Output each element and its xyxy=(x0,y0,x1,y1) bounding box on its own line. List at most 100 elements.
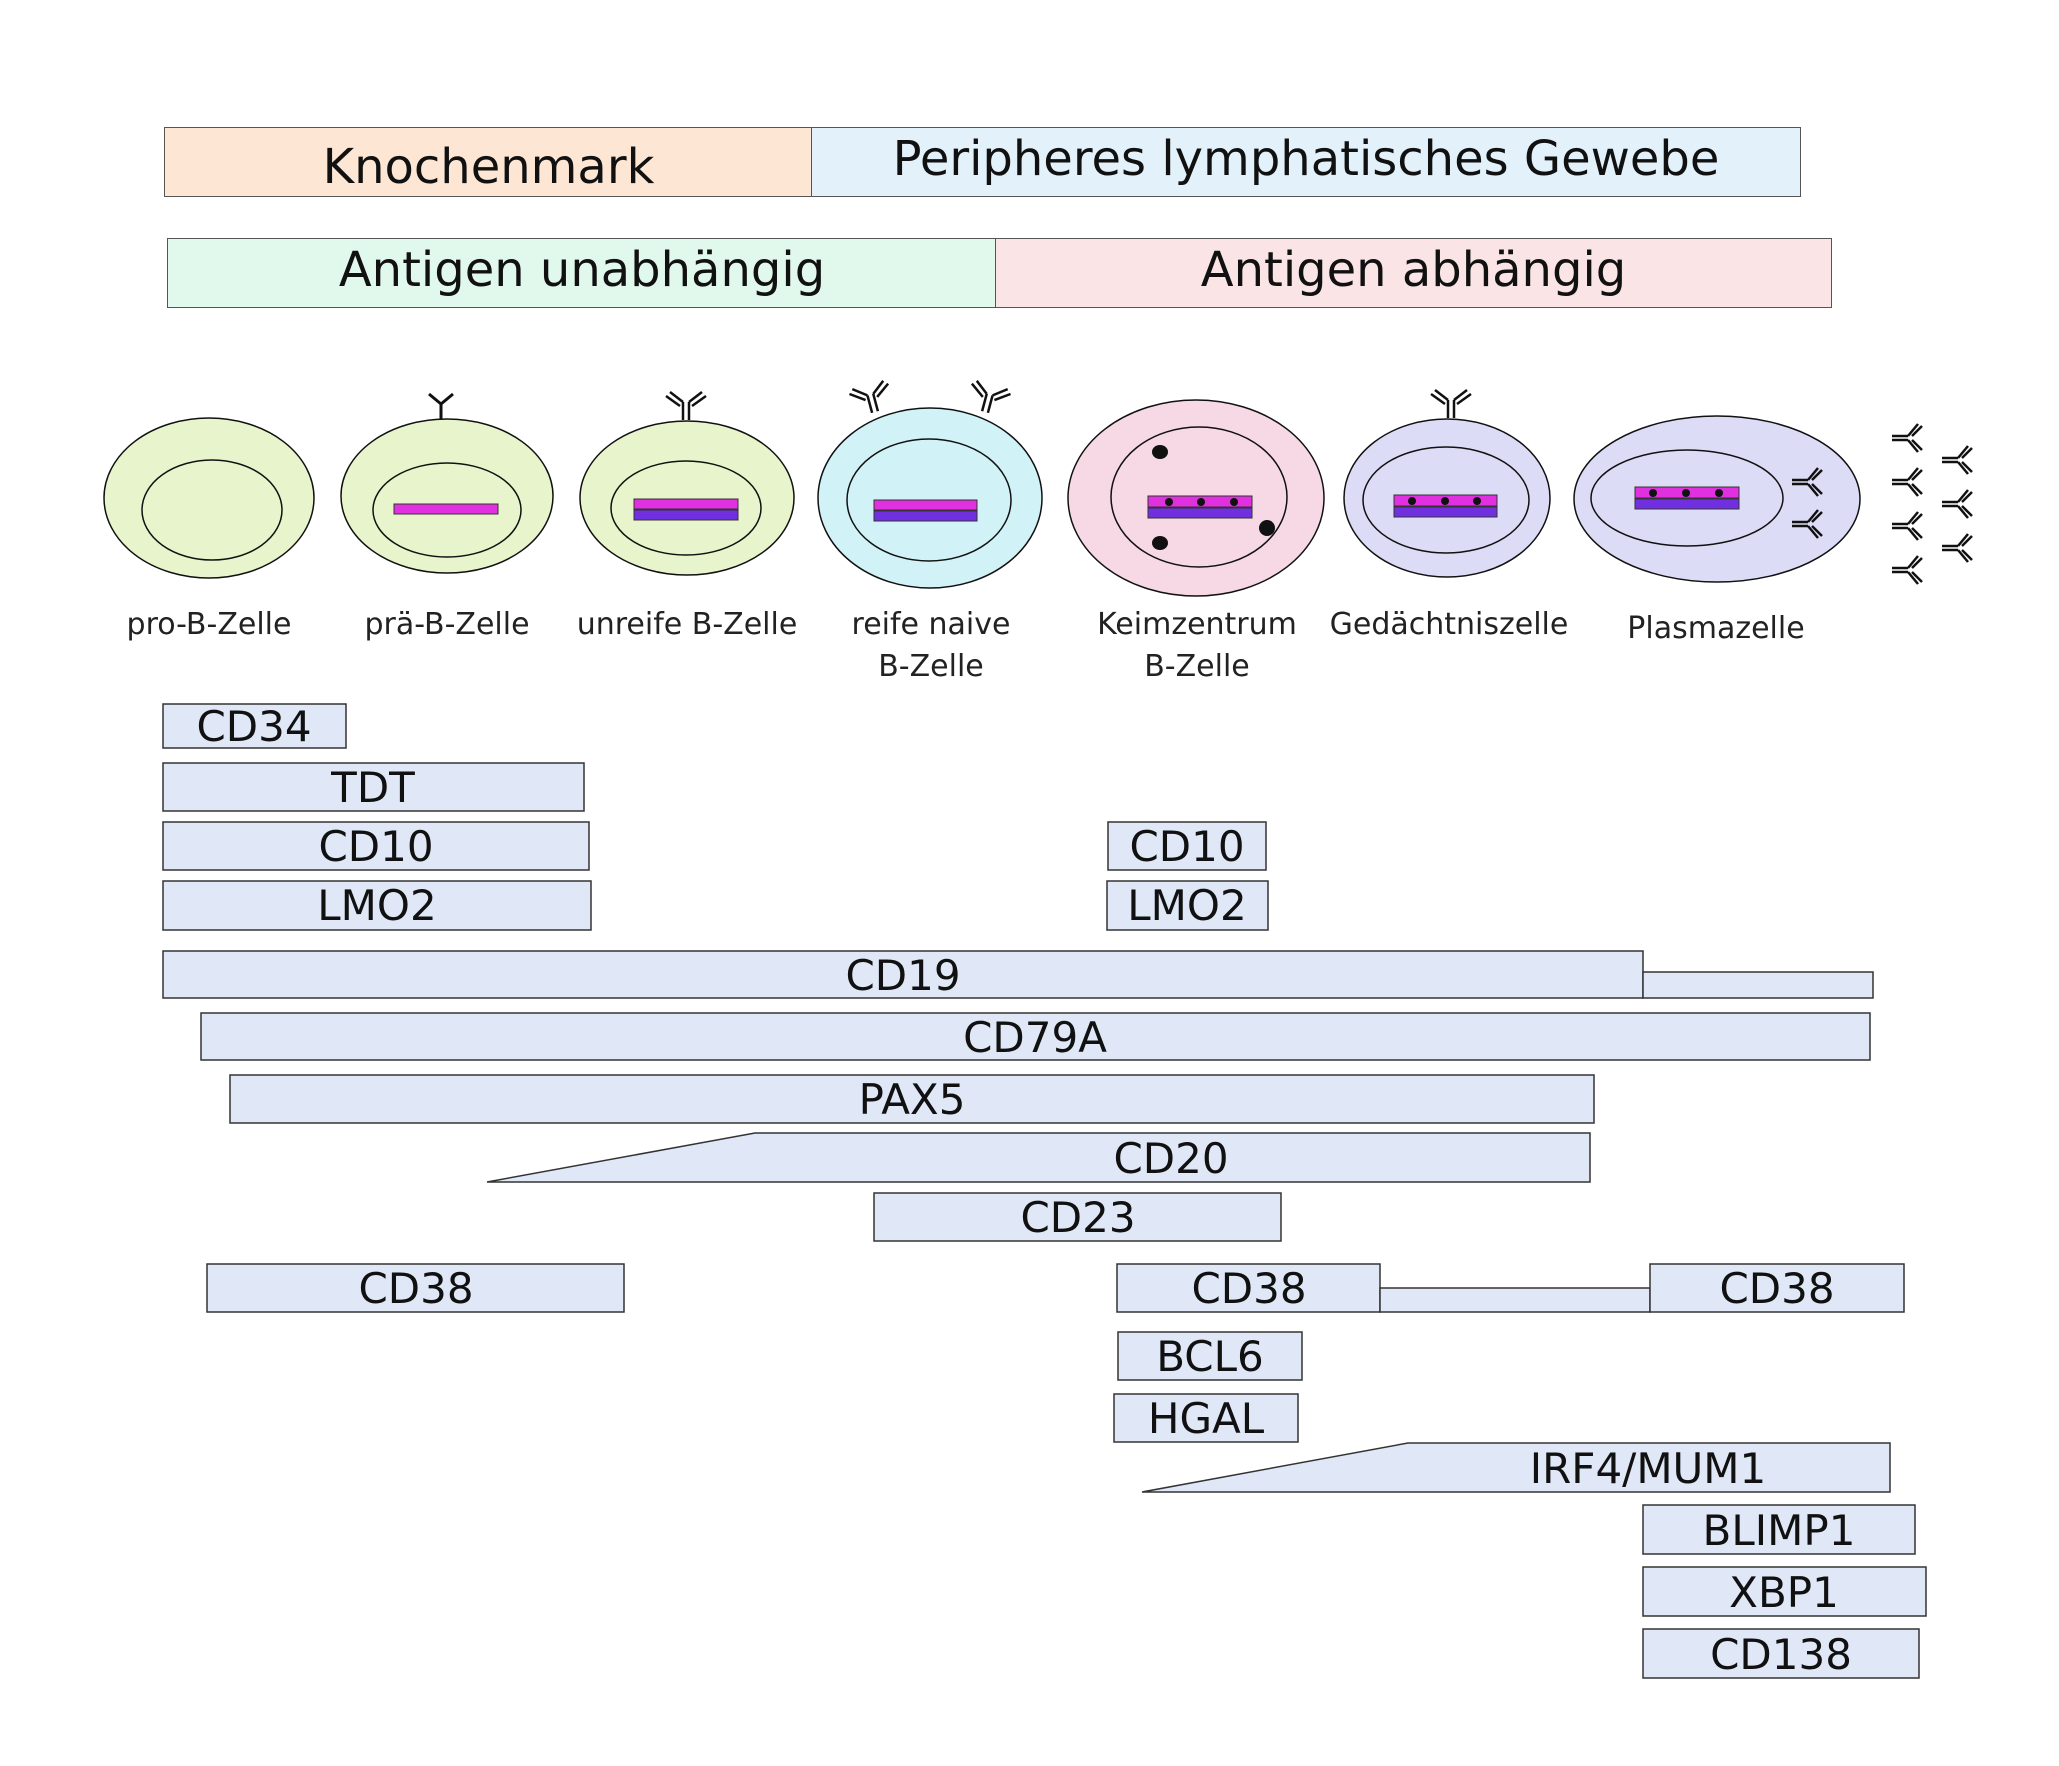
band-peripheral-tissue: Peripheres lymphatisches Gewebe xyxy=(811,127,1801,197)
marker-bar-shape xyxy=(1642,1504,1916,1555)
label-line: B-Zelle xyxy=(878,649,984,684)
label-line: reife naive xyxy=(851,607,1011,642)
nucleus xyxy=(1362,446,1530,554)
marker-bar-shape xyxy=(200,1012,1871,1061)
marker-bar-shape xyxy=(162,821,590,871)
marker-bar-shape xyxy=(162,703,347,749)
secreted-antibodies xyxy=(1890,422,1974,586)
cell-label-mature-naive-b: reife naive B-Zelle xyxy=(852,604,1011,688)
marker-hgal: HGAL xyxy=(1113,1393,1299,1443)
marker-cd38-connector xyxy=(1379,1287,1651,1313)
label-text: prä-B-Zelle xyxy=(364,607,530,642)
mutation-dot xyxy=(1408,497,1416,505)
mutation-dot xyxy=(1682,489,1690,497)
bcr-icon xyxy=(847,378,896,419)
cell-label-plasma: Plasmazelle xyxy=(1627,608,1804,650)
marker-bar-shape xyxy=(1141,1442,1891,1493)
marker-cd79a: CD79A xyxy=(200,1012,1871,1062)
label-line: Keimzentrum xyxy=(1097,607,1297,642)
marker-bar-shape xyxy=(1117,1331,1303,1381)
antibody-icon xyxy=(1890,510,1924,542)
marker-label: CD138 xyxy=(1710,1630,1852,1679)
cell-label-memory-b: Gedächtniszelle xyxy=(1330,604,1569,646)
mutation-dot xyxy=(1715,489,1723,497)
marker-bcl6: BCL6 xyxy=(1117,1331,1303,1381)
marker-label: BCL6 xyxy=(1156,1332,1264,1381)
marker-label: CD79A xyxy=(963,1013,1107,1062)
marker-irf4-mum1: IRF4/MUM1 xyxy=(1141,1442,1891,1493)
antibody-icon xyxy=(1940,488,1974,520)
label-text: Gedächtniszelle xyxy=(1329,607,1569,642)
cell-pro-b xyxy=(103,417,315,579)
cell-membrane xyxy=(340,418,554,574)
marker-label: CD19 xyxy=(845,951,960,1000)
bcr-icon xyxy=(1429,388,1473,420)
mutation-dot xyxy=(1473,497,1481,505)
marker-label: LMO2 xyxy=(317,881,436,930)
marker-blimp1: BLIMP1 xyxy=(1642,1504,1916,1555)
marker-bar-shape xyxy=(1116,1263,1381,1313)
cell-label-pre-b: prä-B-Zelle xyxy=(364,604,529,646)
marker-bar-shape xyxy=(206,1263,625,1313)
band-knochenmark: Knochenmark xyxy=(164,127,813,197)
marker-label: CD38 xyxy=(1191,1264,1306,1313)
nucleus xyxy=(610,460,762,556)
marker-cd38-early: CD38 xyxy=(206,1263,625,1313)
marker-label: CD38 xyxy=(358,1264,473,1313)
marker-bar-shape xyxy=(1379,1287,1651,1313)
marker-label: CD10 xyxy=(318,822,433,871)
marker-label: XBP1 xyxy=(1729,1568,1839,1617)
marker-cd38-plasma: CD38 xyxy=(1649,1263,1905,1313)
marker-bar-shape xyxy=(162,950,1644,999)
marker-label: HGAL xyxy=(1148,1394,1265,1443)
marker-cd138: CD138 xyxy=(1642,1628,1920,1679)
nucleus xyxy=(1590,449,1784,547)
label-text: unreife B-Zelle xyxy=(576,607,798,642)
apoptotic-body xyxy=(1259,520,1275,536)
apoptotic-body xyxy=(1152,445,1168,459)
label-line: B-Zelle xyxy=(1144,649,1250,684)
nucleus xyxy=(141,459,283,561)
marker-cd10-early: CD10 xyxy=(162,821,590,871)
nucleus xyxy=(846,438,1012,562)
band-label: Peripheres lymphatisches Gewebe xyxy=(892,131,1720,187)
marker-bar-shape xyxy=(162,880,592,931)
cell-immature-b xyxy=(579,390,795,576)
cell-membrane xyxy=(579,420,795,576)
pre-bcr-icon xyxy=(427,392,455,422)
marker-cd34: CD34 xyxy=(162,702,347,751)
light-chain-gene xyxy=(1147,507,1253,519)
marker-bar-shape xyxy=(1106,880,1269,931)
marker-label: TDT xyxy=(330,763,415,812)
light-chain-gene xyxy=(873,510,978,522)
marker-bar-shape xyxy=(162,762,585,812)
marker-label: IRF4/MUM1 xyxy=(1530,1444,1767,1493)
marker-bar-shape xyxy=(486,1132,1591,1183)
apoptotic-body xyxy=(1152,536,1168,550)
marker-lmo2-gc: LMO2 xyxy=(1106,880,1269,931)
nucleus xyxy=(1110,426,1288,568)
marker-bar-shape xyxy=(1642,1566,1927,1617)
mutation-dot xyxy=(1197,498,1205,506)
cell-memory-b xyxy=(1343,388,1551,578)
mutation-dot xyxy=(1165,498,1173,506)
antibody-icon xyxy=(1890,466,1924,498)
marker-label: LMO2 xyxy=(1127,881,1246,930)
bcr-icon xyxy=(664,390,708,422)
marker-lmo2-early: LMO2 xyxy=(162,880,592,931)
band-label: Knochenmark xyxy=(322,139,655,195)
band-label: Antigen abhängig xyxy=(1200,242,1627,298)
marker-label: CD23 xyxy=(1020,1193,1135,1242)
marker-bar-shape xyxy=(229,1074,1595,1124)
marker-pax5: PAX5 xyxy=(229,1074,1595,1124)
band-antigen-dependent: Antigen abhängig xyxy=(995,238,1832,308)
light-chain-gene xyxy=(1634,498,1740,510)
antibody-icon xyxy=(1940,532,1974,564)
marker-tdt: TDT xyxy=(162,762,585,812)
band-antigen-independent: Antigen unabhängig xyxy=(167,238,997,308)
cell-germinal-center-b xyxy=(1067,399,1325,597)
label-text: Plasmazelle xyxy=(1627,611,1805,646)
antibody-icon xyxy=(1890,422,1924,454)
marker-label: CD34 xyxy=(196,702,311,751)
